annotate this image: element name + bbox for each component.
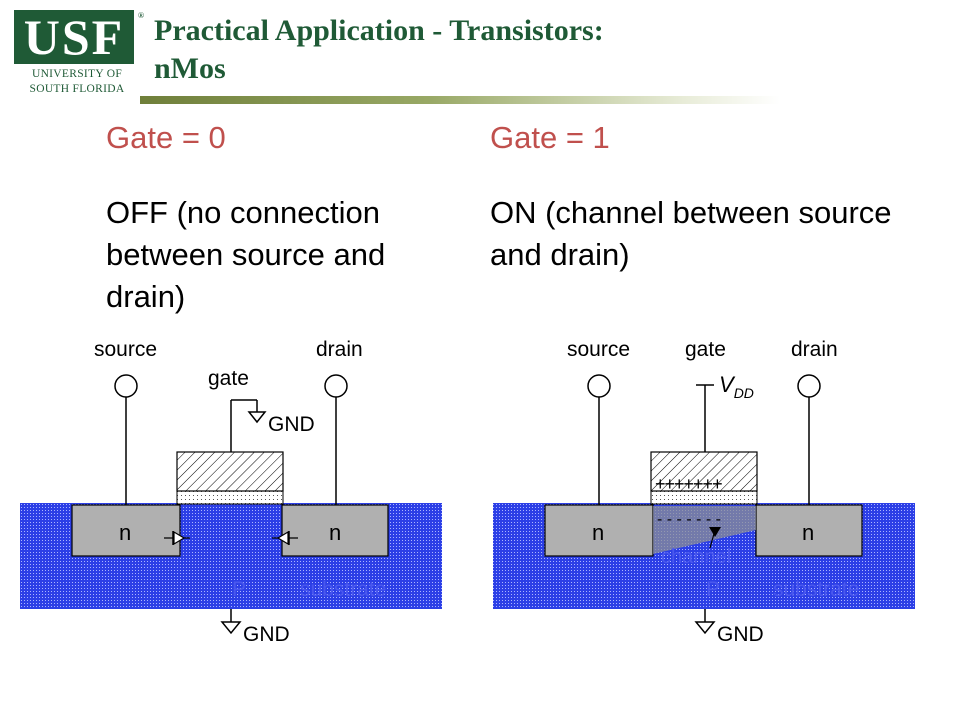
channel-pointer-arrow: [709, 527, 721, 537]
trademark-symbol: ®: [138, 11, 144, 20]
gate-1-heading: Gate = 1: [490, 120, 610, 155]
gate-0-heading: Gate = 0: [106, 120, 226, 155]
gate-gnd-label: GND: [268, 413, 315, 436]
drain-terminal: [324, 374, 348, 398]
n-region-drain: [281, 504, 389, 557]
diode-right-icon: [276, 530, 289, 546]
usf-logo-text: USF: [23, 9, 125, 65]
slide-title-line1: Practical Application - Transistors:: [154, 14, 604, 47]
gate-label: gate: [208, 367, 249, 390]
n-region-drain: [755, 504, 863, 557]
slide-title-line2: nMos: [154, 52, 226, 85]
vdd-label: VDD: [719, 372, 754, 401]
substrate-ground-icon: [694, 621, 716, 635]
source-terminal: [587, 374, 611, 398]
usf-logo: USF ® UNIVERSITY OF SOUTH FLORIDA: [14, 9, 144, 98]
drain-terminal: [797, 374, 821, 398]
vdd-main: V: [719, 372, 736, 397]
source-label: source: [94, 338, 157, 361]
n-region-source: [544, 504, 654, 557]
gate-label: gate: [685, 338, 726, 361]
bottom-gnd-label: GND: [243, 623, 290, 646]
logo-line-south-florida: SOUTH FLORIDA: [29, 83, 125, 95]
slide-title: Practical Application - Transistors: nMo…: [154, 12, 794, 88]
gate-ground-icon: [247, 411, 267, 424]
on-description: ON (channel between source and drain): [490, 195, 892, 272]
n-source-label: n: [592, 520, 604, 545]
n-region-source: [71, 504, 181, 557]
p-label: P: [706, 578, 720, 601]
p-label: P: [232, 578, 246, 601]
channel-label: channel: [661, 546, 731, 568]
source-label: source: [567, 338, 630, 361]
nmos-on-diagram: +++++++ - - - - - - - source drain gate …: [493, 338, 915, 646]
usf-logo-mark: USF ®: [14, 9, 144, 65]
logo-line-university: UNIVERSITY OF: [31, 68, 123, 80]
induced-channel: [653, 506, 756, 554]
positive-charges: +++++++: [655, 474, 722, 494]
title-rule: [140, 96, 780, 104]
off-description: OFF (no connection between source and dr…: [106, 195, 386, 314]
bottom-gnd-label: GND: [717, 623, 764, 646]
gate-poly: [176, 451, 284, 492]
gate-poly: [650, 451, 758, 492]
source-terminal: [114, 374, 138, 398]
drain-label: drain: [316, 338, 363, 361]
negative-charges: - - - - - - -: [657, 511, 721, 528]
n-drain-label: n: [329, 520, 341, 545]
diode-left-icon: [173, 530, 186, 546]
nmos-off-diagram: source drain gate GND n n P substrate GN…: [20, 338, 442, 646]
vdd-subscript: DD: [734, 385, 754, 401]
substrate-label: substrate: [773, 578, 859, 601]
gate-oxide: [176, 489, 284, 505]
n-drain-label: n: [802, 520, 814, 545]
substrate-label: substrate: [300, 578, 386, 601]
substrate-ground-icon: [220, 621, 242, 635]
drain-label: drain: [791, 338, 838, 361]
n-source-label: n: [119, 520, 131, 545]
